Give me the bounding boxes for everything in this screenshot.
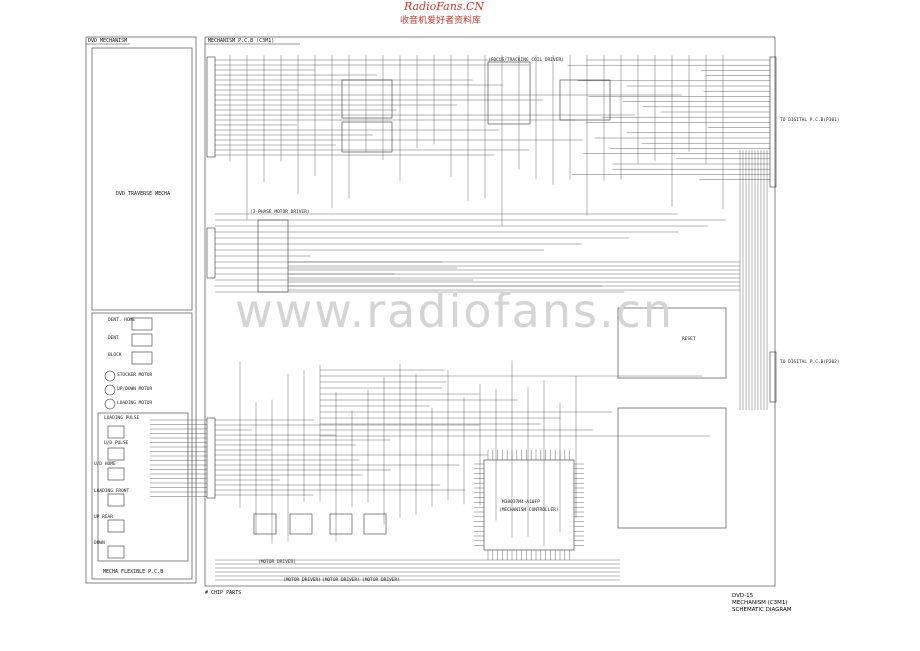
- motor-driver-ic-4: [363, 513, 387, 535]
- motor-driver-label-4: (MOTOR DRIVER): [362, 578, 400, 583]
- watermark: www.radiofans.cn: [235, 284, 675, 338]
- sensor-dent-home: DENT. HOME: [108, 318, 136, 323]
- sensor-up-rear: UP REAR: [94, 515, 113, 520]
- reset-label: RESET: [682, 337, 696, 342]
- traverse-mecha-label: DVD TRAVERSE MECHA: [116, 191, 171, 197]
- caption-doc-type: SCHEMATIC DIAGRAM: [732, 607, 792, 613]
- chip-parts-label: # CHIP PARTS: [205, 590, 242, 596]
- motor-up-down: UP/DOWN MOTOR: [117, 387, 153, 392]
- caption-model: DVD-15: [732, 593, 754, 599]
- connector-right-label-2: TO DIGITAL P.C.B(P302): [780, 360, 840, 365]
- opamp-block-1: [341, 79, 393, 119]
- traverse-mecha-box: [91, 47, 193, 311]
- motor-driver-ic-3: [329, 513, 353, 535]
- motor-stocker: STOCKER MOTOR: [117, 373, 153, 378]
- power-subcircuit: [617, 307, 727, 379]
- sensor-down: DOWN: [94, 541, 105, 546]
- sensor-loading-front: LOADING FRONT: [94, 489, 130, 494]
- caption-section: MECHANISM (C3M1): [732, 600, 788, 606]
- focus-tracking-label: (FOCUS/TRACKING COIL DRIVER): [488, 58, 564, 63]
- mechanism-pcb-label: MECHANISM P.C.B (C3M1): [208, 38, 275, 44]
- dvd-mechanism-label: DVD MECHANISM: [88, 38, 128, 44]
- driver-subcircuit: [617, 407, 727, 529]
- connector-top-left: [206, 56, 216, 158]
- sensor-ud-pulse: U/D PULSE: [104, 441, 129, 446]
- site-subtitle: 收音机爱好者资料库: [400, 16, 482, 26]
- motor-loading: LOADING MOTOR: [117, 401, 153, 406]
- motor-driver-label-1: (MOTOR DRIVER): [258, 560, 296, 565]
- opamp-block-2: [341, 121, 393, 153]
- connector-lower-left: [206, 417, 216, 499]
- mechanism-controller-ic: [483, 459, 575, 551]
- mechanism-controller-label: (MECHANISM CONTROLLER): [499, 508, 559, 513]
- opamp-block-3: [559, 79, 611, 121]
- motor-driver-ic-2: [289, 513, 313, 535]
- flexible-pcb-box: [91, 312, 193, 580]
- motor-driver-ic-1: [253, 513, 277, 535]
- flexible-pcb-label: MECHA FLEXIBLE P.C.B: [103, 569, 164, 575]
- sensor-ud-home: U/D HOME: [94, 462, 116, 467]
- motor-driver-label-3: (MOTOR DRIVER): [322, 578, 360, 583]
- motor-driver-label-2: (MOTOR DRIVER): [283, 578, 321, 583]
- sensor-loading-pulse: LOADING PULSE: [104, 416, 140, 421]
- focus-tracking-ic: [487, 61, 531, 125]
- three-phase-driver-label: (3-PHASE MOTOR DRIVER): [250, 210, 310, 215]
- controller-part-label: M38037M4-A10FP: [502, 500, 540, 505]
- dvd-mechanism-frame: [85, 36, 197, 584]
- connector-right-mid: [769, 351, 777, 403]
- connector-right-label: TO DIGITAL P.C.B(P301): [780, 118, 840, 123]
- site-title: RadioFans.CN: [404, 0, 484, 13]
- connector-mid-left: [206, 227, 216, 279]
- connector-right-top: [769, 56, 777, 188]
- mechanism-pcb-frame: [204, 36, 776, 587]
- sensor-block: BLOCK: [108, 353, 122, 358]
- sensor-dent: DENT: [108, 336, 119, 341]
